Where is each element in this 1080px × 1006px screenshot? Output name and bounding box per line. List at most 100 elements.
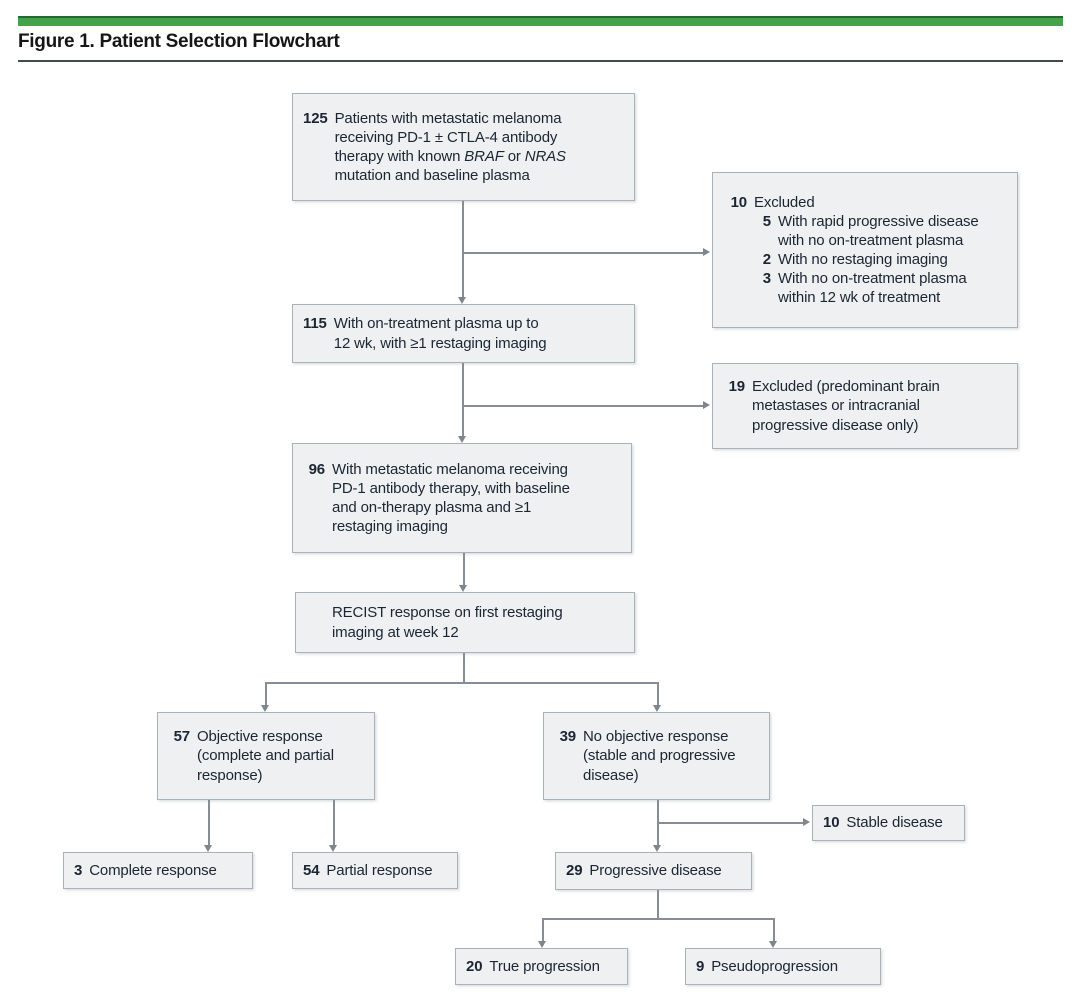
label: RECIST response on first restaging imagi… <box>332 604 563 641</box>
label: Excluded (predominant brain metastases o… <box>752 378 940 434</box>
count: 57 <box>173 728 191 746</box>
label: With no on-treatment plasma within 12 wk… <box>778 270 967 307</box>
connector-to-39 <box>657 683 659 705</box>
title-rule <box>18 60 1063 62</box>
label: Progressive disease <box>589 862 722 880</box>
node-text-row: 3 Complete response <box>74 861 242 880</box>
node-text-row: RECIST response on first restaging imagi… <box>332 603 624 641</box>
count: 3 <box>74 861 83 879</box>
exclusion-item: 3 With no on-treatment plasma within 12 … <box>749 269 1007 307</box>
node-text-row: 19 Excluded (predominant brain metastase… <box>723 377 1007 434</box>
count: 2 <box>762 251 771 268</box>
label: Complete response <box>89 861 217 879</box>
node-9-pseudoprogression: 9 Pseudoprogression <box>685 948 881 985</box>
label: With rapid progressive disease with no o… <box>778 212 979 249</box>
arrowhead-right-icon <box>703 248 710 256</box>
node-20-true-progression: 20 True progression <box>455 948 628 985</box>
connector-57-to-partial <box>333 800 335 845</box>
label: With no restaging imaging <box>778 251 948 268</box>
node-19-excluded: 19 Excluded (predominant brain metastase… <box>712 363 1018 449</box>
connector-to-10-excluded <box>462 252 703 254</box>
arrowhead-down-icon <box>458 436 466 443</box>
connector-125-to-115 <box>462 201 464 297</box>
count: 20 <box>466 957 483 975</box>
arrowhead-down-icon <box>459 585 467 592</box>
label: Pseudoprogression <box>711 957 838 975</box>
connector-to-pseudoprogression <box>773 919 775 941</box>
node-39-no-objective-response: 39 No objective response (stable and pro… <box>543 712 770 800</box>
count: 115 <box>303 315 327 333</box>
figure-title: Figure 1. Patient Selection Flowchart <box>18 31 340 52</box>
label: With metastatic melanoma receiving PD-1 … <box>332 460 570 536</box>
arrowhead-right-icon <box>803 818 810 826</box>
connector-recist-stem <box>463 653 465 683</box>
connector-96-to-recist <box>463 553 465 585</box>
count: 19 <box>728 378 746 396</box>
arrowhead-down-icon <box>458 297 466 304</box>
node-text-row: 96 With metastatic melanoma receiving PD… <box>303 460 621 536</box>
node-29-progressive-disease: 29 Progressive disease <box>555 852 752 890</box>
node-text-row: 115 With on-treatment plasma up to 12 wk… <box>303 314 624 352</box>
arrowhead-right-icon <box>703 401 710 409</box>
connector-to-19-excluded <box>462 405 703 407</box>
label: No objective response (stable and progre… <box>583 728 736 784</box>
count: 39 <box>559 728 577 746</box>
arrowhead-down-icon <box>329 845 337 852</box>
exclusion-item: 5 With rapid progressive disease with no… <box>749 212 1007 250</box>
node-57-objective-response: 57 Objective response (complete and part… <box>157 712 375 800</box>
label: Partial response <box>326 861 433 879</box>
node-text-row: 20 True progression <box>466 957 617 976</box>
arrowhead-down-icon <box>769 941 777 948</box>
arrowhead-down-icon <box>538 941 546 948</box>
node-text-row: 10 Stable disease <box>823 813 954 832</box>
node-54-partial-response: 54 Partial response <box>292 852 458 889</box>
label: Patients with metastatic melanoma receiv… <box>335 109 566 185</box>
connector-to-stable <box>657 822 803 824</box>
node-10-stable-disease: 10 Stable disease <box>812 805 965 841</box>
count: 10 <box>823 814 840 832</box>
count: 54 <box>303 861 320 879</box>
connector-to-true-progression <box>542 919 544 941</box>
accent-bar <box>18 16 1063 26</box>
label-part: Patients with metastatic melanoma receiv… <box>334 109 562 165</box>
arrowhead-down-icon <box>653 705 661 712</box>
label: Objective response (complete and partial… <box>197 728 334 784</box>
arrowhead-down-icon <box>653 845 661 852</box>
node-125-patients: 125 Patients with metastatic melanoma re… <box>292 93 635 201</box>
arrowhead-down-icon <box>261 705 269 712</box>
label: With on-treatment plasma up to 12 wk, wi… <box>333 315 547 352</box>
node-text-row: 39 No objective response (stable and pro… <box>554 727 759 784</box>
node-text-row: 29 Progressive disease <box>566 861 741 880</box>
node-text-row: 57 Objective response (complete and part… <box>168 727 364 784</box>
node-text-row: 54 Partial response <box>303 861 447 880</box>
gene-name-nras: NRAS <box>524 148 566 165</box>
exclusion-item: 2 With no restaging imaging <box>749 250 1007 269</box>
connector-57-to-complete <box>208 800 210 845</box>
connector-to-57 <box>265 683 267 705</box>
node-96-eligible: 96 With metastatic melanoma receiving PD… <box>292 443 632 553</box>
node-recist-response: RECIST response on first restaging imagi… <box>295 592 635 653</box>
label-part: mutation and baseline plasma <box>334 167 530 185</box>
label-part: or <box>503 148 525 165</box>
gene-name-braf: BRAF <box>464 148 504 165</box>
count: 5 <box>762 212 771 230</box>
label: Excluded <box>754 193 815 211</box>
count: 10 <box>730 193 748 211</box>
count: 9 <box>696 957 705 975</box>
node-text-row: 125 Patients with metastatic melanoma re… <box>303 109 624 185</box>
node-3-complete-response: 3 Complete response <box>63 852 253 889</box>
arrowhead-down-icon <box>204 845 212 852</box>
node-115-on-treatment-plasma: 115 With on-treatment plasma up to 12 wk… <box>292 304 635 363</box>
count: 29 <box>566 862 583 880</box>
node-text-row: 10 Excluded <box>725 193 1007 212</box>
count: 125 <box>303 109 328 127</box>
connector-fork-response <box>265 682 659 684</box>
node-10-excluded: 10 Excluded 5 With rapid progressive dis… <box>712 172 1018 328</box>
node-text-row: 9 Pseudoprogression <box>696 957 870 976</box>
connector-29-stem <box>657 890 659 919</box>
count: 96 <box>308 460 326 478</box>
count: 3 <box>762 270 771 288</box>
label: True progression <box>489 957 600 975</box>
connector-fork-progression <box>542 918 775 920</box>
